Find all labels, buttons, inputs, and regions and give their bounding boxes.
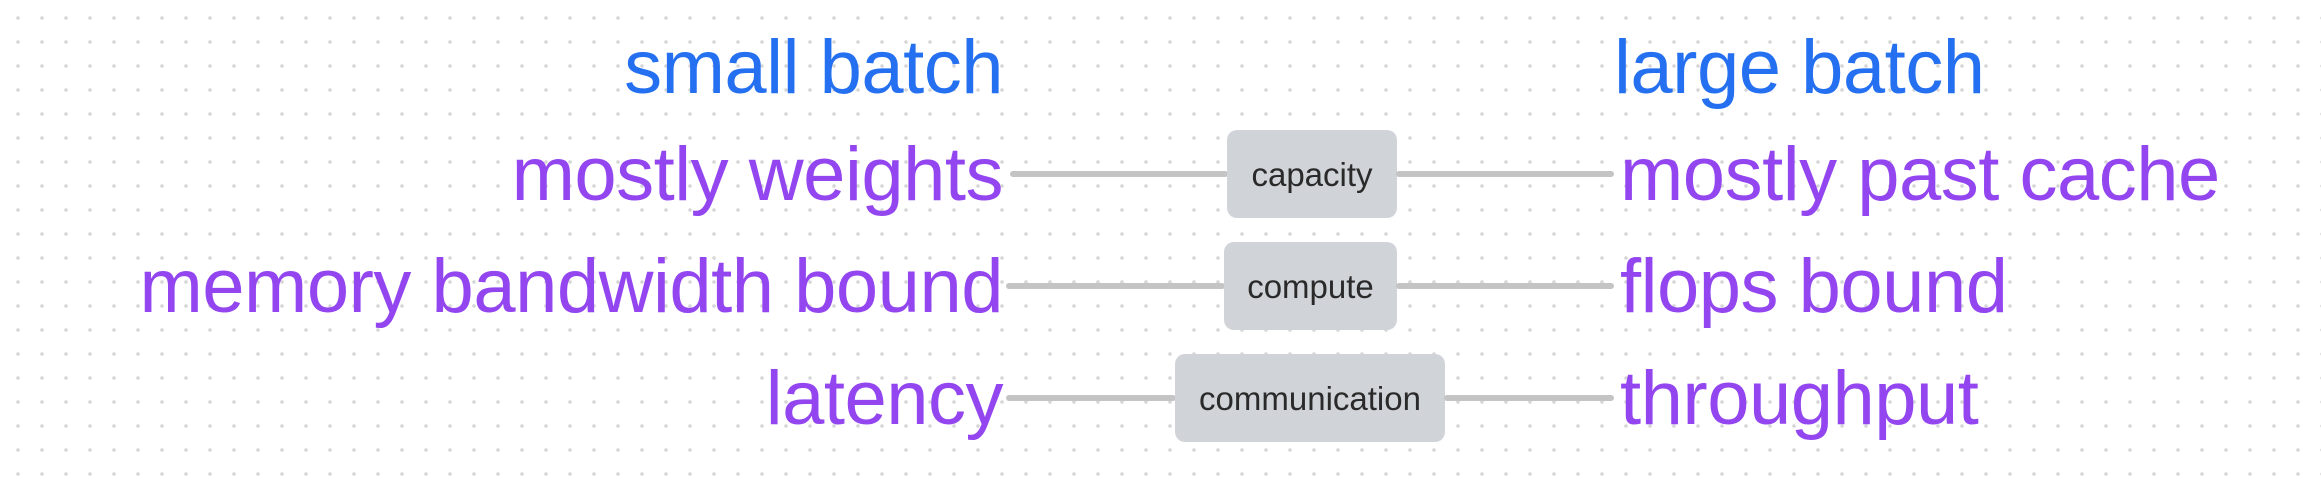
row-compute-right-label: flops bound [1620, 244, 2008, 329]
right-column-header: large batch [1614, 25, 1985, 110]
row-communication-right-connector [1444, 395, 1614, 401]
row-compute-left-label: memory bandwidth bound [139, 244, 1003, 329]
row-compute-center-box: compute [1224, 242, 1397, 330]
row-capacity-center-label: capacity [1251, 155, 1373, 193]
row-capacity-left-label: mostly weights [511, 132, 1004, 217]
row-communication-right-label: throughput [1620, 356, 1979, 441]
row-communication-center-label: communication [1199, 379, 1421, 417]
left-column-header: small batch [624, 25, 1003, 110]
row-capacity-right-connector [1396, 171, 1614, 177]
row-capacity-left-connector [1010, 171, 1228, 177]
row-communication-left-connector [1006, 395, 1176, 401]
row-communication-center-box: communication [1175, 354, 1445, 442]
row-compute-left-connector [1006, 283, 1225, 289]
row-capacity-center-box: capacity [1227, 130, 1397, 218]
row-communication-left-label: latency [765, 356, 1004, 441]
row-capacity-right-label: mostly past cache [1620, 132, 2220, 217]
row-compute-right-connector [1396, 283, 1614, 289]
row-compute-center-label: compute [1247, 267, 1374, 305]
